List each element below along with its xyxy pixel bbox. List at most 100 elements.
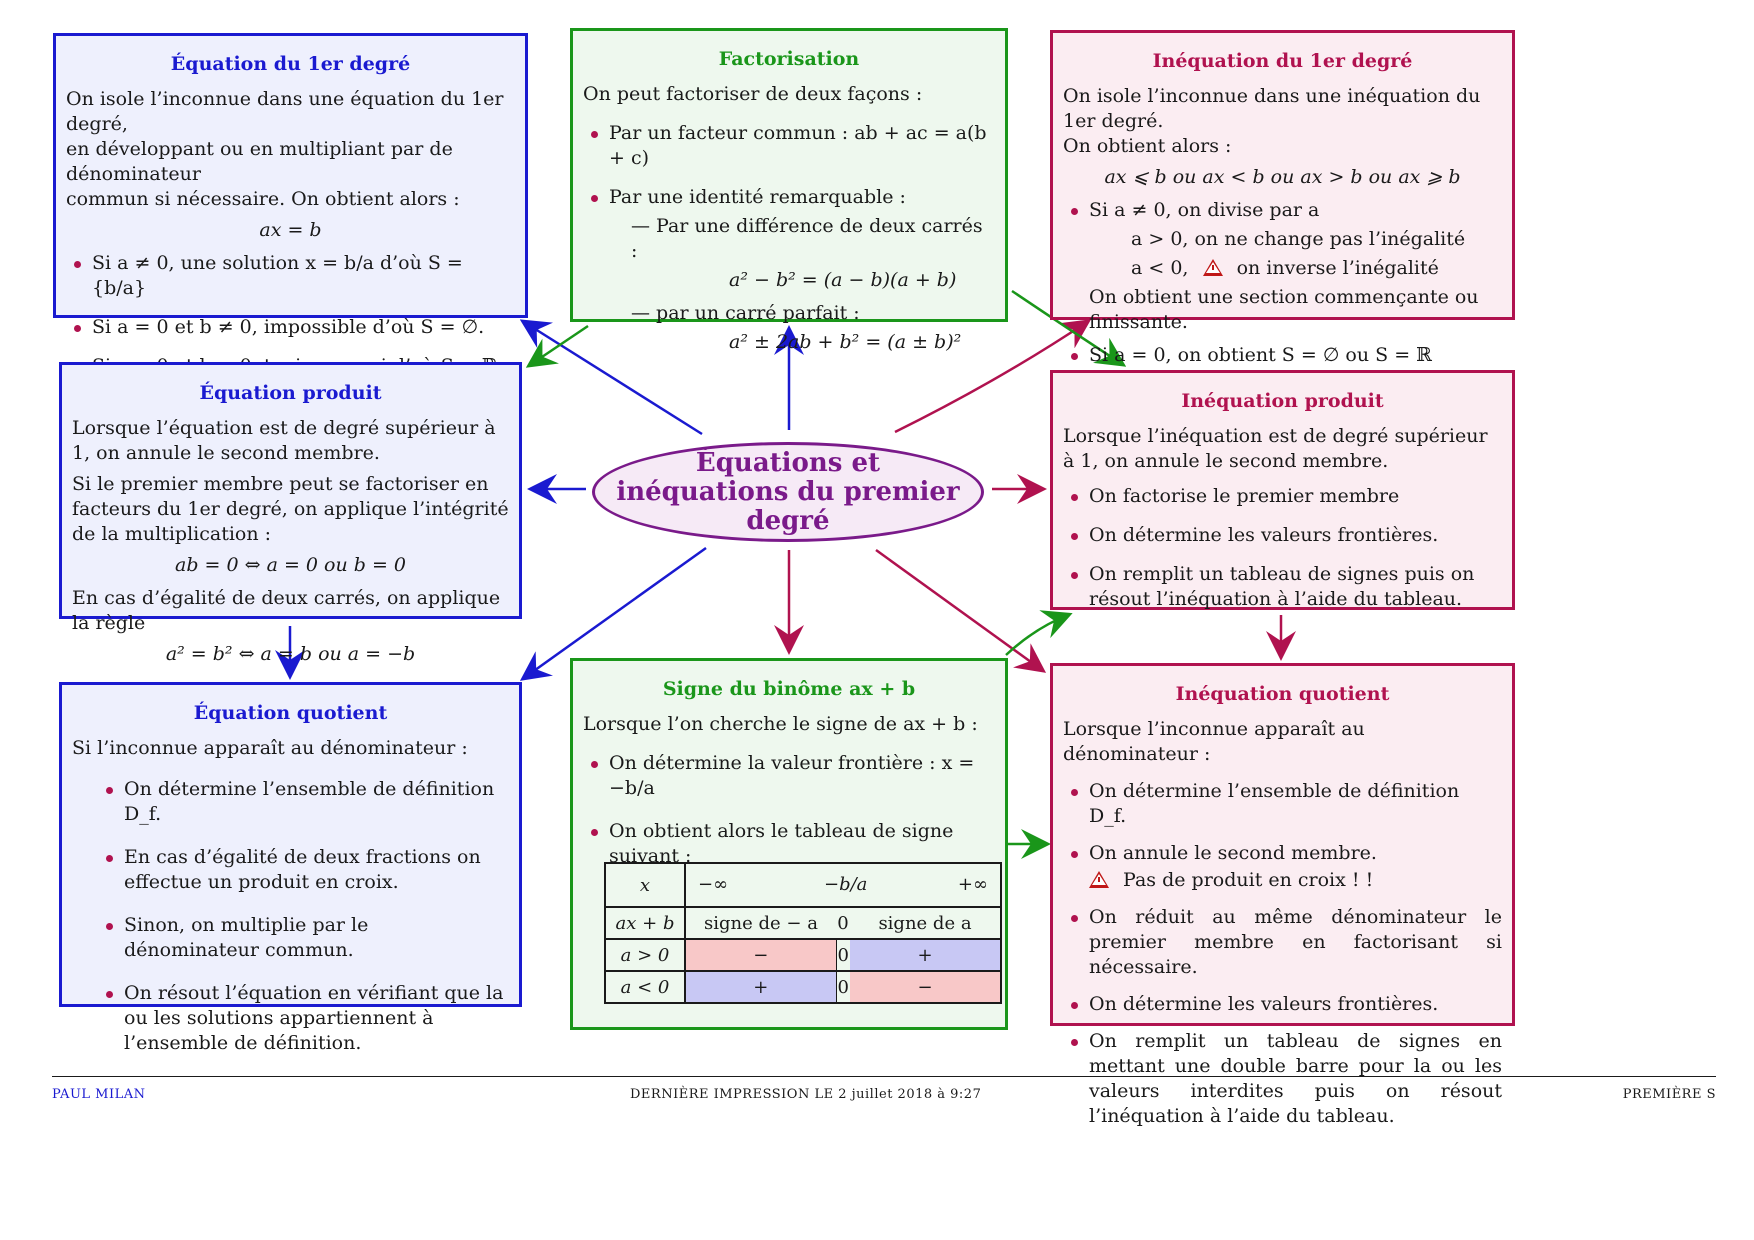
negative-cell: − [850, 970, 1002, 1004]
list-item: On détermine l’ensemble de définition D_… [98, 777, 509, 827]
intro-line: On obtient alors : [1063, 135, 1232, 157]
central-topic: Équations et inéquations du premier degr… [592, 442, 984, 542]
list-item-label: Par une identité remarquable : [609, 186, 906, 208]
list-item: En cas d’égalité de deux fractions on ef… [98, 845, 509, 895]
sub-item: — Par une différence de deux carrés : [631, 215, 983, 262]
list-item: On annule le second membre. Pas de produ… [1063, 841, 1502, 893]
plus-infinity: +∞ [957, 874, 988, 895]
intro-line: commun si nécessaire. On obtient alors : [66, 188, 460, 210]
minus-infinity: −∞ [698, 874, 729, 895]
list-item: Par une identité remarquable : — Par une… [583, 185, 995, 355]
list-item-label: Si a ≠ 0, on divise par a [1089, 199, 1320, 221]
arrow-fact-eqprod [525, 324, 589, 368]
table-header-values: −∞ −b/a +∞ [684, 862, 1002, 908]
arrow-to-eqquot [519, 546, 707, 681]
note-line: On obtient une section commençante ou fi… [1089, 286, 1479, 333]
sub-item: — par un carré parfait : [631, 302, 860, 324]
bullet-list: Par un facteur commun : ab + ac = a(b + … [583, 121, 995, 355]
central-topic-line: Équations et [695, 447, 881, 478]
list-item: Par un facteur commun : ab + ac = a(b + … [583, 121, 995, 171]
footer-author: PAUL MILAN [52, 1087, 146, 1102]
box-inequation-1er-degre: Inéquation du 1er degré On isole l’incon… [1050, 30, 1515, 366]
box-inequation-produit: Inéquation produit Lorsque l’inéquation … [1050, 370, 1515, 610]
table-cell: signe de a [850, 906, 1002, 940]
table-cell: signe de − a [684, 906, 836, 940]
box-title: Inéquation quotient [1175, 683, 1390, 705]
warning-icon [1202, 259, 1223, 276]
case-line: a > 0, on ne change pas l’inégalité [1131, 228, 1466, 250]
bullet-list: On factorise le premier membre On déterm… [1063, 484, 1502, 612]
list-item: On détermine la valeur frontière : x = −… [583, 751, 995, 801]
bullet-list: On détermine l’ensemble de définition D_… [1063, 779, 1502, 1129]
list-item: Si a = 0 et b ≠ 0, impossible d’où S = ∅… [66, 315, 515, 340]
warning-icon [1089, 871, 1109, 888]
paragraph: Lorsque l’inéquation est de degré supéri… [1063, 425, 1488, 472]
box-title: Inéquation du 1er degré [1152, 50, 1413, 72]
zero-cell: 0 [835, 970, 850, 1004]
positive-cell: + [850, 938, 1002, 972]
intro-line: On isole l’inconnue dans une équation du… [66, 88, 504, 135]
box-title: Factorisation [718, 48, 860, 70]
formula: a² − b² = (a − b)(a + b) [729, 269, 957, 291]
case-text: on inverse l’inégalité [1236, 257, 1439, 279]
arrow-to-ineq1 [894, 319, 1092, 434]
paragraph: Lorsque l’on cherche le signe de ax + b … [583, 713, 978, 735]
warning-line: Pas de produit en croix ! ! [1089, 868, 1502, 893]
box-title: Équation produit [199, 382, 382, 404]
central-topic-line: inéquations du premier [616, 476, 960, 507]
zero-cell: 0 [836, 906, 850, 940]
intro-line: On isole l’inconnue dans une inéquation … [1063, 85, 1481, 132]
arrow-signe-ineqprod [1005, 610, 1073, 656]
row-label: ax + b [604, 906, 686, 940]
positive-cell: + [684, 970, 836, 1004]
box-inequation-quotient: Inéquation quotient Lorsque l’inconnue a… [1050, 663, 1515, 1127]
list-item: On remplit un tableau de signes puis on … [1063, 562, 1502, 612]
list-item: On obtient alors le tableau de signe sui… [583, 819, 995, 869]
case-label: a < 0, [1131, 257, 1189, 279]
list-item: Si a ≠ 0, on divise par a a > 0, on ne c… [1063, 198, 1502, 335]
warning-text: Pas de produit en croix ! ! [1123, 869, 1374, 891]
formula: ax ⩽ b ou ax < b ou ax > b ou ax ⩾ b [1104, 166, 1461, 188]
negative-cell: − [684, 938, 836, 972]
paragraph: Lorsque l’inconnue apparaît au dénominat… [1063, 718, 1365, 765]
box-factorisation: Factorisation On peut factoriser de deux… [570, 28, 1008, 353]
list-item: On remplit un tableau de signes en metta… [1063, 1029, 1502, 1129]
box-equation-quotient: Équation quotient Si l’inconnue apparaît… [59, 682, 522, 1054]
box-title: Équation quotient [193, 702, 388, 724]
list-item-label: On annule le second membre. [1089, 842, 1377, 864]
intro-line: en développant ou en multipliant par de … [66, 138, 453, 185]
list-item: On détermine l’ensemble de définition D_… [1063, 779, 1502, 829]
box-title: Signe du binôme ax + b [662, 678, 916, 700]
row-label: a > 0 [604, 938, 686, 972]
footer-class: PREMIÈRE S [1622, 1087, 1716, 1102]
table-header-x: x [604, 862, 686, 908]
bullet-list: On détermine la valeur frontière : x = −… [583, 751, 995, 869]
list-item: Si a = 0, on obtient S = ∅ ou S = ℝ [1063, 343, 1502, 368]
arrow-fact-ineqprod [1011, 289, 1127, 367]
list-item: On réduit au même dénominateur le premie… [1063, 905, 1502, 980]
sign-table: x −∞ −b/a +∞ ax + b signe de − a 0 signe… [604, 862, 1002, 1004]
paragraph: Si l’inconnue apparaît au dénominateur : [72, 737, 468, 759]
list-item: Sinon, on multiplie par le dénominateur … [98, 913, 509, 963]
bullet-list: Si a ≠ 0, une solution x = b/a d’où S = … [66, 251, 515, 379]
zero-cell: 0 [835, 938, 850, 972]
bullet-list: Si a ≠ 0, on divise par a a > 0, on ne c… [1063, 198, 1502, 368]
formula: ax = b [259, 219, 322, 241]
central-topic-line: degré [746, 505, 830, 536]
list-item: Si a ≠ 0, une solution x = b/a d’où S = … [66, 251, 515, 301]
arrow-to-ineqquot [875, 548, 1047, 673]
formula: a² ± 2ab + b² = (a ± b)² [729, 331, 962, 353]
page-footer: PAUL MILAN DERNIÈRE IMPRESSION LE 2 juil… [52, 1076, 1716, 1102]
box-equation-produit: Équation produit Lorsque l’équation est … [59, 362, 522, 665]
row-label: a < 0 [604, 970, 686, 1004]
footer-print-date: DERNIÈRE IMPRESSION LE 2 juillet 2018 à … [630, 1087, 982, 1102]
formula: ab = 0 ⇔ a = 0 ou b = 0 [175, 554, 406, 576]
list-item: On détermine les valeurs frontières. [1063, 992, 1502, 1017]
paragraph: En cas d’égalité de deux carrés, on appl… [72, 587, 501, 634]
paragraph: Si le premier membre peut se factoriser … [72, 473, 509, 545]
list-item: On détermine les valeurs frontières. [1063, 523, 1502, 548]
root-value: −b/a [824, 874, 868, 895]
bullet-list: On détermine l’ensemble de définition D_… [72, 777, 509, 1056]
formula: a² = b² ⇔ a = b ou a = −b [165, 643, 416, 665]
